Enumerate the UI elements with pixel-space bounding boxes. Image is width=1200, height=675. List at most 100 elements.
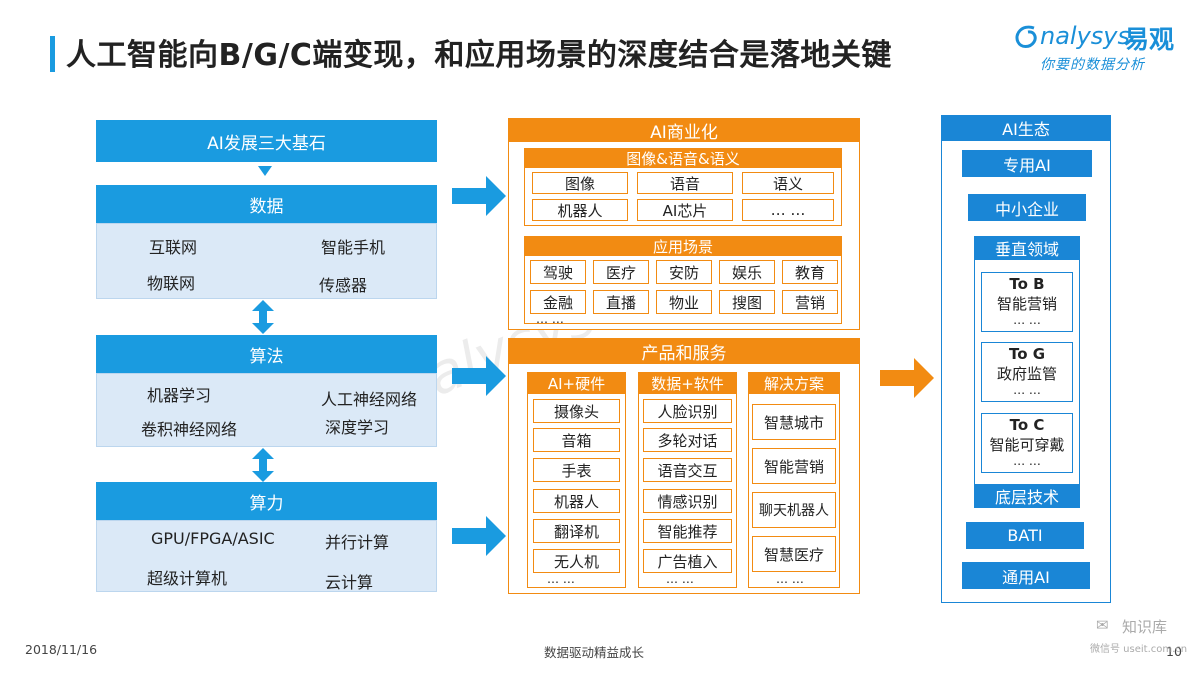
vertical-card-text: 智能营销 xyxy=(996,295,1057,313)
sol-item: 聊天机器人 xyxy=(752,492,836,528)
hw-item: 手表 xyxy=(533,458,620,482)
data-item: 互联网 xyxy=(149,238,198,257)
bati-label: BATI xyxy=(1007,526,1043,545)
scene-item: 娱乐 xyxy=(719,260,775,284)
sw-item: 语音交互 xyxy=(643,458,732,482)
wechat-icon: ✉ xyxy=(1096,616,1109,634)
page-title: 人工智能向B/G/C端变现，和应用场景的深度结合是落地关键 xyxy=(66,38,892,73)
sol-item: 智能营销 xyxy=(752,448,836,484)
vertical-card: To C 智能可穿戴 … … xyxy=(981,413,1073,473)
commercial-header: AI商业化 xyxy=(508,118,860,143)
data-panel: 互联网 智能手机 物联网 传感器 xyxy=(96,223,437,299)
tech-item: AI芯片 xyxy=(637,199,733,221)
general-ai-bar: 通用AI xyxy=(962,562,1090,589)
commercial-label: AI商业化 xyxy=(650,122,718,143)
algorithm-item: 机器学习 xyxy=(147,386,212,405)
scene-item: 教育 xyxy=(782,260,838,284)
compute-item: 云计算 xyxy=(325,573,374,592)
sw-header: 数据+软件 xyxy=(638,372,737,394)
ecosystem-header: AI生态 xyxy=(941,115,1111,141)
vertical-card-title: To G xyxy=(1008,345,1046,363)
algorithm-item: 人工神经网络 xyxy=(321,390,418,409)
sol-more: … … xyxy=(776,572,804,586)
scene-item: 搜图 xyxy=(719,290,775,314)
scenes-header: 应用场景 xyxy=(524,236,842,256)
sol-label: 解决方案 xyxy=(763,374,824,393)
logo-cn: 易观 xyxy=(1124,25,1175,54)
vertical-card: To B 智能营销 … … xyxy=(981,272,1073,332)
analysys-logo: nalysys 易观 你要的数据分析 xyxy=(1010,18,1190,78)
scene-item: 物业 xyxy=(656,290,712,314)
scene-item: 直播 xyxy=(593,290,649,314)
wechat-id: 微信号 useit.com.cn xyxy=(1090,644,1188,655)
arrow-right-icon xyxy=(452,176,506,216)
vertical-card-text: 智能可穿戴 xyxy=(989,436,1065,454)
tech-item: 机器人 xyxy=(532,199,628,221)
scene-item: 驾驶 xyxy=(530,260,586,284)
sw-item: 广告植入 xyxy=(643,549,732,573)
scene-item: 医疗 xyxy=(593,260,649,284)
sw-more: … … xyxy=(666,572,694,586)
compute-label: 算力 xyxy=(249,493,284,514)
data-item: 物联网 xyxy=(147,274,196,293)
sw-item: 多轮对话 xyxy=(643,428,732,452)
title-accent-bar xyxy=(50,36,55,72)
sw-label: 数据+软件 xyxy=(651,374,724,393)
special-ai-bar: 专用AI xyxy=(962,150,1092,177)
sol-item: 智慧城市 xyxy=(752,404,836,440)
page-number: 10 xyxy=(1166,644,1182,659)
double-arrow-icon xyxy=(252,300,274,334)
arrow-right-icon xyxy=(452,356,506,396)
data-label: 数据 xyxy=(249,196,284,217)
vertical-card-title: To C xyxy=(1009,416,1045,434)
vertical-header: 垂直领域 xyxy=(974,236,1080,260)
algorithm-bar: 算法 xyxy=(96,335,437,373)
algorithm-item: 卷积神经网络 xyxy=(141,420,238,439)
hw-item: 音箱 xyxy=(533,428,620,452)
arrow-down-icon xyxy=(258,166,272,176)
tech-item: 语音 xyxy=(637,172,733,194)
double-arrow-icon xyxy=(252,448,274,482)
ecosystem-label: AI生态 xyxy=(1002,120,1050,139)
compute-panel: GPU/FPGA/ASIC 并行计算 超级计算机 云计算 xyxy=(96,520,437,592)
compute-item: GPU/FPGA/ASIC xyxy=(151,529,275,548)
wechat-brand: 知识库 xyxy=(1122,618,1168,636)
vertical-card-title: To B xyxy=(1009,275,1045,293)
arrow-right-icon xyxy=(880,358,934,398)
hw-label: AI+硬件 xyxy=(547,374,606,393)
hw-item: 摄像头 xyxy=(533,399,620,423)
products-header: 产品和服务 xyxy=(508,338,860,364)
scene-item: 金融 xyxy=(530,290,586,314)
bati-bar: BATI xyxy=(966,522,1084,549)
products-label: 产品和服务 xyxy=(641,343,727,364)
vertical-label: 垂直领域 xyxy=(994,240,1059,259)
logo-tagline: 你要的数据分析 xyxy=(1040,57,1145,73)
vertical-card-more: … … xyxy=(1013,383,1041,397)
vertical-card-text: 政府监管 xyxy=(996,365,1057,383)
special-ai-label: 专用AI xyxy=(1003,155,1051,175)
hw-item: 无人机 xyxy=(533,549,620,573)
footer-date: 2018/11/16 xyxy=(25,642,98,657)
vertical-card: To G 政府监管 … … xyxy=(981,342,1073,402)
compute-item: 并行计算 xyxy=(325,533,390,552)
sme-bar: 中小企业 xyxy=(968,194,1086,221)
tech-label: 图像&语音&语义 xyxy=(626,149,740,168)
vertical-card-more: … … xyxy=(1013,454,1041,468)
scene-item: 安防 xyxy=(656,260,712,284)
foundation-header: AI发展三大基石 xyxy=(96,120,437,162)
vertical-card-more: … … xyxy=(1013,313,1041,327)
data-bar: 数据 xyxy=(96,185,437,223)
compute-bar: 算力 xyxy=(96,482,437,520)
tech-header: 图像&语音&语义 xyxy=(524,148,842,168)
bottom-tech-label: 底层技术 xyxy=(994,488,1059,507)
algorithm-item: 深度学习 xyxy=(325,418,390,437)
tech-item: 语义 xyxy=(742,172,834,194)
sw-item: 情感识别 xyxy=(643,489,732,513)
sol-header: 解决方案 xyxy=(748,372,840,394)
data-item: 智能手机 xyxy=(321,238,386,257)
sme-label: 中小企业 xyxy=(994,199,1059,219)
sol-item: 智慧医疗 xyxy=(752,536,836,572)
footer-slogan: 数据驱动精益成长 xyxy=(544,645,645,660)
hw-item: 翻译机 xyxy=(533,519,620,543)
scene-item: 营销 xyxy=(782,290,838,314)
